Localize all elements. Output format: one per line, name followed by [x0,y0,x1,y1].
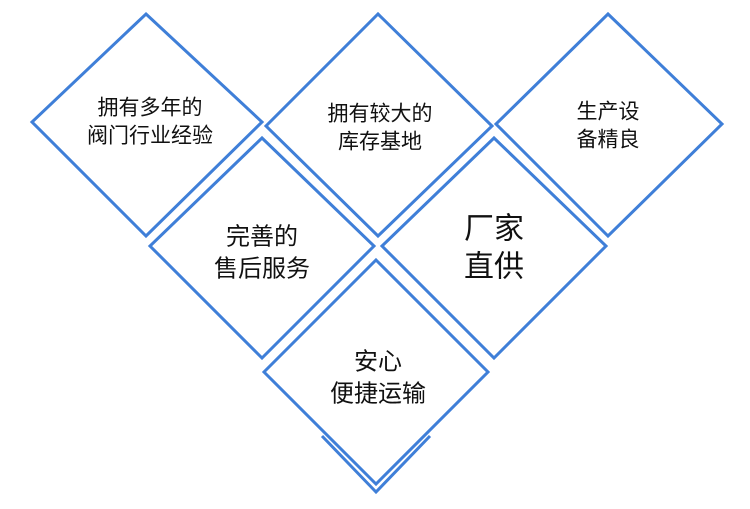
diamond-inventory-label: 拥有较大的 库存基地 [328,100,433,157]
diamond-factory-direct-shape [379,135,609,361]
diamond-inventory-shape [263,11,495,239]
diamond-inventory-line-1: 拥有较大的 [327,101,433,126]
diamond-experience-line-1: 拥有多年的 [97,95,203,120]
bottom-chevron-outline [320,434,432,495]
diamond-equipment-label: 生产设 备精良 [577,98,640,155]
diamond-after-sales-label: 完善的 售后服务 [214,221,310,286]
diamond-experience-line-2: 阀门行业经验 [87,124,213,148]
diamond-after-sales-shape [147,135,377,361]
diamond-experience-shape [29,11,265,239]
diamond-shipping-line-1: 安心 [354,347,402,376]
diamond-equipment-line-2: 备精良 [576,128,640,152]
diamond-shipping-shape [261,257,491,487]
diamond-shipping-line-2: 便捷运输 [330,380,426,408]
diamond-after-sales-line-1: 完善的 [226,222,298,251]
diamond-factory-direct-line-2: 直供 [464,249,524,284]
diamond-shipping-label: 安心 便捷运输 [330,346,426,411]
diamond-equipment-shape [493,11,725,239]
diamond-factory-direct-label: 厂家 直供 [464,211,524,286]
diamond-factory-direct-line-1: 厂家 [464,211,524,247]
diamond-experience-label: 拥有多年的 阀门行业经验 [87,94,213,151]
diamond-equipment-line-1: 生产设 [576,99,640,124]
diamond-after-sales-line-2: 售后服务 [214,255,310,283]
diamond-inventory-line-2: 库存基地 [338,130,422,154]
